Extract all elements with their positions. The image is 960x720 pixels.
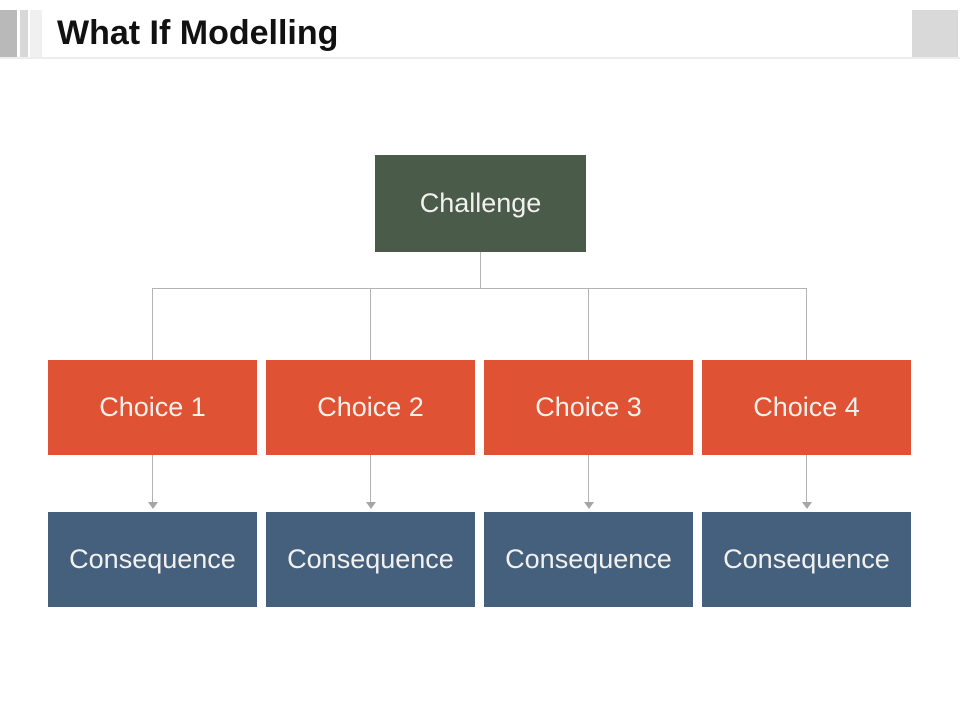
connector-root-stub <box>480 252 481 288</box>
node-consequence-1: Consequence <box>48 512 257 607</box>
arrow-down-icon <box>148 502 158 509</box>
node-consequence-label: Consequence <box>505 544 672 574</box>
node-consequence-3: Consequence <box>484 512 693 607</box>
node-choice-label: Choice 2 <box>317 392 424 422</box>
header-divider <box>0 57 960 59</box>
node-choice-4: Choice 4 <box>702 360 911 455</box>
node-challenge: Challenge <box>375 155 586 252</box>
node-consequence-label: Consequence <box>723 544 890 574</box>
connector-arrow-line-3 <box>588 455 589 502</box>
arrow-down-icon <box>366 502 376 509</box>
header-corner-accent <box>912 10 958 58</box>
connector-arrow-line-1 <box>152 455 153 502</box>
node-choice-label: Choice 3 <box>535 392 642 422</box>
arrow-down-icon <box>584 502 594 509</box>
node-consequence-label: Consequence <box>287 544 454 574</box>
node-choice-3: Choice 3 <box>484 360 693 455</box>
connector-drop-3 <box>588 288 589 360</box>
node-choice-1: Choice 1 <box>48 360 257 455</box>
node-consequence-4: Consequence <box>702 512 911 607</box>
header-accent-bar-3 <box>30 10 42 57</box>
node-challenge-label: Challenge <box>419 188 542 218</box>
arrow-down-icon <box>802 502 812 509</box>
connector-drop-1 <box>152 288 153 360</box>
node-consequence-label: Consequence <box>69 544 236 574</box>
node-consequence-2: Consequence <box>266 512 475 607</box>
connector-drop-4 <box>806 288 807 360</box>
node-choice-label: Choice 1 <box>99 392 206 422</box>
node-choice-label: Choice 4 <box>753 392 860 422</box>
header-accent-bar-1 <box>0 10 17 57</box>
slide-title: What If Modelling <box>57 14 339 52</box>
node-choice-2: Choice 2 <box>266 360 475 455</box>
header-accent-bar-2 <box>20 10 28 57</box>
connector-arrow-line-4 <box>806 455 807 502</box>
connector-arrow-line-2 <box>370 455 371 502</box>
connector-horizontal-bar <box>152 288 807 289</box>
connector-drop-2 <box>370 288 371 360</box>
